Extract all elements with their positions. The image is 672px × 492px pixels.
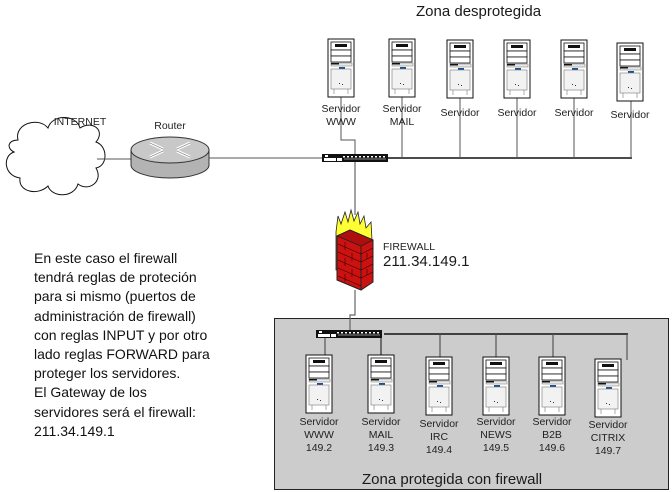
server-icon-top-5 (560, 39, 588, 99)
firewall-icon (335, 208, 374, 291)
server-icon-top-4 (503, 39, 531, 99)
prot-server-label-3: Servidor IRC 149.4 (419, 418, 459, 456)
top-server-label-1: Servidor WWW (321, 103, 361, 128)
server-icon-prot-3 (425, 356, 453, 416)
unprotected-zone-title: Zona desprotegida (416, 3, 542, 20)
top-server-label-6: Servidor (610, 109, 650, 121)
protected-zone-title: Zona protegida con firewall (362, 471, 543, 488)
router-icon (130, 136, 210, 179)
firewall-label: FIREWALL (383, 241, 436, 253)
prot-server-label-6: Servidor CITRIX 149.7 (588, 419, 628, 457)
top-server-label-4: Servidor (497, 107, 537, 119)
server-icon-top-2 (388, 38, 416, 98)
prot-server-label-1: Servidor WWW 149.2 (299, 416, 339, 454)
top-server-label-5: Servidor (554, 107, 594, 119)
server-icon-prot-1 (305, 354, 333, 414)
unprotected-switch-icon (321, 153, 389, 163)
server-icon-prot-2 (367, 354, 395, 414)
firewall-ip: 211.34.149.1 (383, 253, 470, 270)
server-icon-top-1 (327, 38, 355, 98)
link-firewall-switch (349, 290, 356, 332)
server-icon-top-3 (446, 39, 474, 99)
server-icon-top-6 (616, 42, 644, 102)
prot-server-label-2: Servidor MAIL 149.3 (361, 416, 401, 454)
internet-cloud-icon (5, 117, 106, 196)
server-icon-prot-5 (538, 356, 566, 416)
prot-server-label-4: Servidor NEWS 149.5 (476, 416, 516, 454)
router-label: Router (154, 120, 186, 132)
link-top-server-1 (340, 97, 356, 155)
protected-switch-icon (315, 329, 383, 339)
explanation-note: En este caso el firewall tendrá reglas d… (34, 250, 210, 439)
server-icon-prot-4 (482, 356, 510, 416)
top-server-label-3: Servidor (440, 107, 480, 119)
server-icon-prot-6 (594, 358, 622, 418)
prot-server-label-5: Servidor B2B 149.6 (532, 416, 572, 454)
internet-label: INTERNET (53, 116, 107, 128)
top-server-label-2: Servidor MAIL (382, 103, 422, 128)
